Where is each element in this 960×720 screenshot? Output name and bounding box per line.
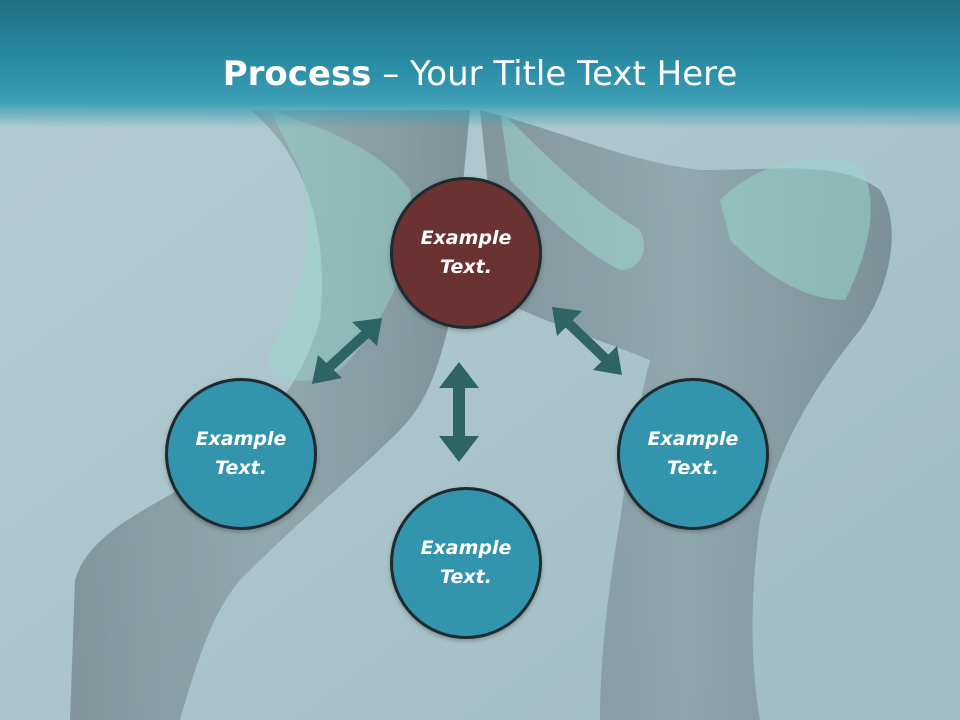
node-left: Example Text.	[165, 378, 317, 530]
title-bold: Process	[222, 54, 372, 94]
node-left-label: Example Text.	[195, 428, 287, 479]
node-top-label: Example Text.	[420, 227, 512, 278]
slide-title: Process – Your Title Text Here	[0, 52, 960, 96]
title-rest: – Your Title Text Here	[371, 54, 738, 94]
node-bottom: Example Text.	[390, 487, 542, 639]
title-bar	[0, 0, 960, 128]
node-right-label: Example Text.	[647, 428, 739, 479]
node-top: Example Text.	[390, 177, 542, 329]
node-right: Example Text.	[617, 378, 769, 530]
node-bottom-label: Example Text.	[420, 537, 512, 588]
